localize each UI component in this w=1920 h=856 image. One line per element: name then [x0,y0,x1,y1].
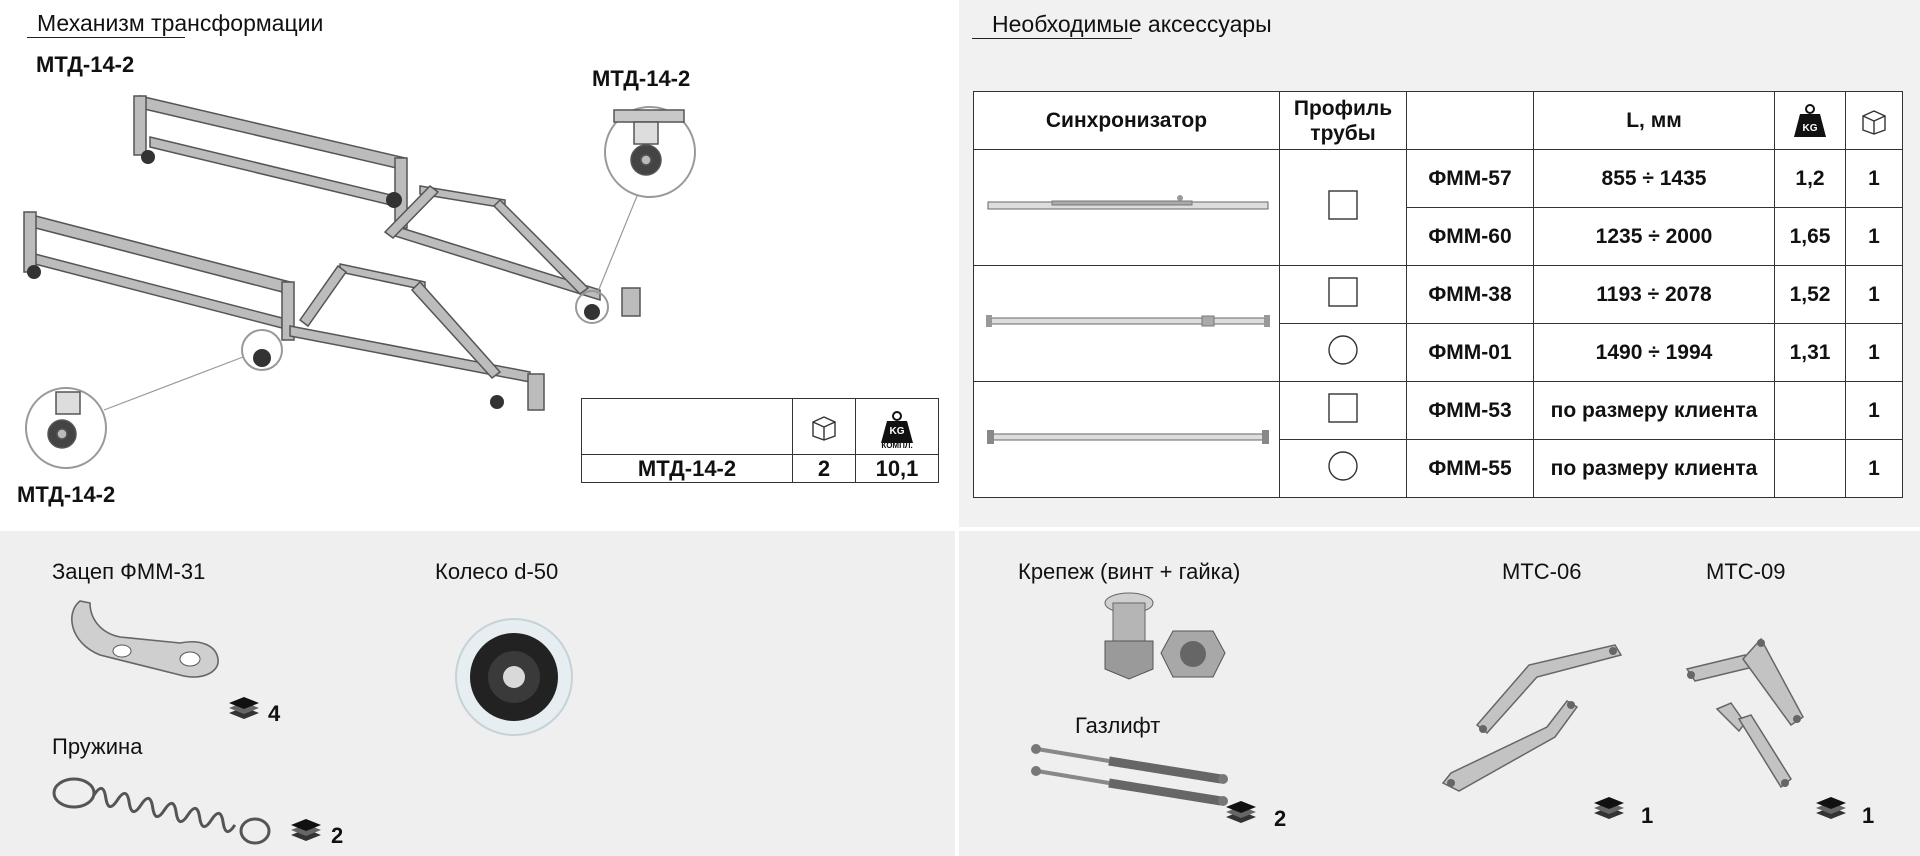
mechanism-spec-model: МТД-14-2 [581,454,793,483]
profile-square-2 [1279,265,1407,324]
accessory-weight: 1,2 [1774,149,1846,208]
accessory-qty: 1 [1845,323,1903,382]
synchronizer-bar-icon [985,314,1270,327]
accessory-code: ФММ-01 [1406,323,1534,382]
accessory-code: ФММ-53 [1406,381,1534,440]
accessories-title-underline [972,38,1132,39]
profile-square-1 [1279,149,1407,266]
profile-circle-1 [1279,323,1407,382]
mechanism-drawing [23,95,696,469]
mechanism-panel: Механизм трансформации МТД-14-2 МТД-14-2… [0,0,955,527]
accessories-header-profile-line2: трубы [1310,121,1376,145]
gaslift-qty: 2 [1274,806,1287,831]
parts-left-panel: Зацеп ФММ-31 4 Пружина 2 Колесо d-50 [0,531,955,856]
hook-label: Зацеп ФММ-31 [52,559,206,584]
layers-icon [1816,797,1846,819]
hook-icon [71,600,219,678]
accessory-code: ФММ-57 [1406,149,1534,208]
square-profile-icon [1328,276,1358,307]
accessory-length: по размеру клиента [1533,439,1775,498]
accessory-qty: 1 [1845,207,1903,266]
accessory-length: по размеру клиента [1533,381,1775,440]
mechanism-spec-header-boxes [792,398,856,455]
mechanism-spec-weight: 10,1 [855,454,939,483]
accessory-length: 1193 ÷ 2078 [1533,265,1775,324]
accessory-weight [1774,381,1846,440]
weight-kg-icon [881,410,913,443]
fastener-icon [1104,592,1226,680]
round-profile-icon [1328,450,1358,481]
mts09-bracket-icon [1685,637,1804,789]
accessory-qty: 1 [1845,149,1903,208]
accessory-weight [1774,439,1846,498]
synchronizer-bar-icon [987,194,1268,209]
accessory-code: ФММ-38 [1406,265,1534,324]
mts06-bracket-icon [1441,644,1623,792]
wheel-icon [455,618,573,736]
layers-icon [291,819,321,841]
spring-label: Пружина [52,734,143,759]
gaslift-label: Газлифт [1075,713,1161,738]
mts09-qty: 1 [1862,803,1875,828]
sync-image-3 [973,381,1280,498]
accessories-header-length: L, мм [1533,91,1775,150]
accessories-panel: Необходимые аксессуары Синхронизатор Про… [959,0,1920,527]
mechanism-spec-table: KG КОМПЛ. МТД-14-2 2 10,1 [581,398,939,483]
layers-icon [1226,801,1256,823]
mechanism-spec-header-blank [581,398,793,455]
layers-icon [229,697,259,719]
accessories-weight-icon-label: KG [1802,123,1818,134]
mts09-label: МТС-09 [1706,559,1786,584]
accessory-length: 855 ÷ 1435 [1533,149,1775,208]
mechanism-callout-bottom-left: МТД-14-2 [17,482,116,507]
synchronizer-bar-icon [986,429,1269,444]
profile-circle-2 [1279,439,1407,498]
square-profile-icon [1328,392,1358,423]
sync-image-1 [973,149,1280,266]
accessories-header-profile-line1: Профиль [1293,96,1393,120]
accessory-length: 1235 ÷ 2000 [1533,207,1775,266]
profile-square-3 [1279,381,1407,440]
sync-image-2 [973,265,1280,382]
mechanism-callout-top-left: МТД-14-2 [36,52,135,77]
box-icon [1862,109,1886,135]
round-profile-icon [1328,334,1358,365]
layers-icon [1594,797,1624,819]
accessory-code: ФММ-55 [1406,439,1534,498]
accessory-weight: 1,65 [1774,207,1846,266]
box-icon [812,415,836,441]
accessories-header-weight: KG [1774,91,1846,150]
accessories-title: Необходимые аксессуары [992,11,1272,37]
spring-qty: 2 [331,823,344,848]
mechanism-spec-header-weight: KG КОМПЛ. [855,398,939,455]
accessory-qty: 1 [1845,265,1903,324]
accessories-header-code [1406,91,1534,150]
mts06-label: МТС-06 [1502,559,1582,584]
mechanism-title: Механизм трансформации [37,10,324,36]
spring-icon [52,777,271,845]
weight-icon-sublabel: КОМПЛ. [881,441,913,450]
square-profile-icon [1328,189,1358,220]
accessory-qty: 1 [1845,381,1903,440]
weight-kg-icon [1794,103,1826,137]
parts-right-panel: Крепеж (винт + гайка) Газлифт 2 МТС-06 1… [959,531,1920,856]
accessory-weight: 1,52 [1774,265,1846,324]
accessory-length: 1490 ÷ 1994 [1533,323,1775,382]
mechanism-spec-boxes: 2 [792,454,856,483]
accessories-table: Синхронизатор Профиль трубы L, мм KG [973,91,1903,498]
mts06-qty: 1 [1641,803,1654,828]
gaslift-icon [1031,744,1228,806]
hook-qty: 4 [268,701,281,726]
accessory-weight: 1,31 [1774,323,1846,382]
accessories-header-qty [1845,91,1903,150]
fastener-label: Крепеж (винт + гайка) [1018,559,1241,584]
accessory-qty: 1 [1845,439,1903,498]
weight-icon-label: KG [889,426,905,437]
wheel-label: Колесо d-50 [435,559,559,584]
accessories-header-profile: Профиль трубы [1279,91,1407,150]
accessories-header-sync: Синхронизатор [973,91,1280,150]
mechanism-title-underline [27,37,185,38]
mechanism-callout-top-right: МТД-14-2 [592,66,691,91]
accessory-code: ФММ-60 [1406,207,1534,266]
